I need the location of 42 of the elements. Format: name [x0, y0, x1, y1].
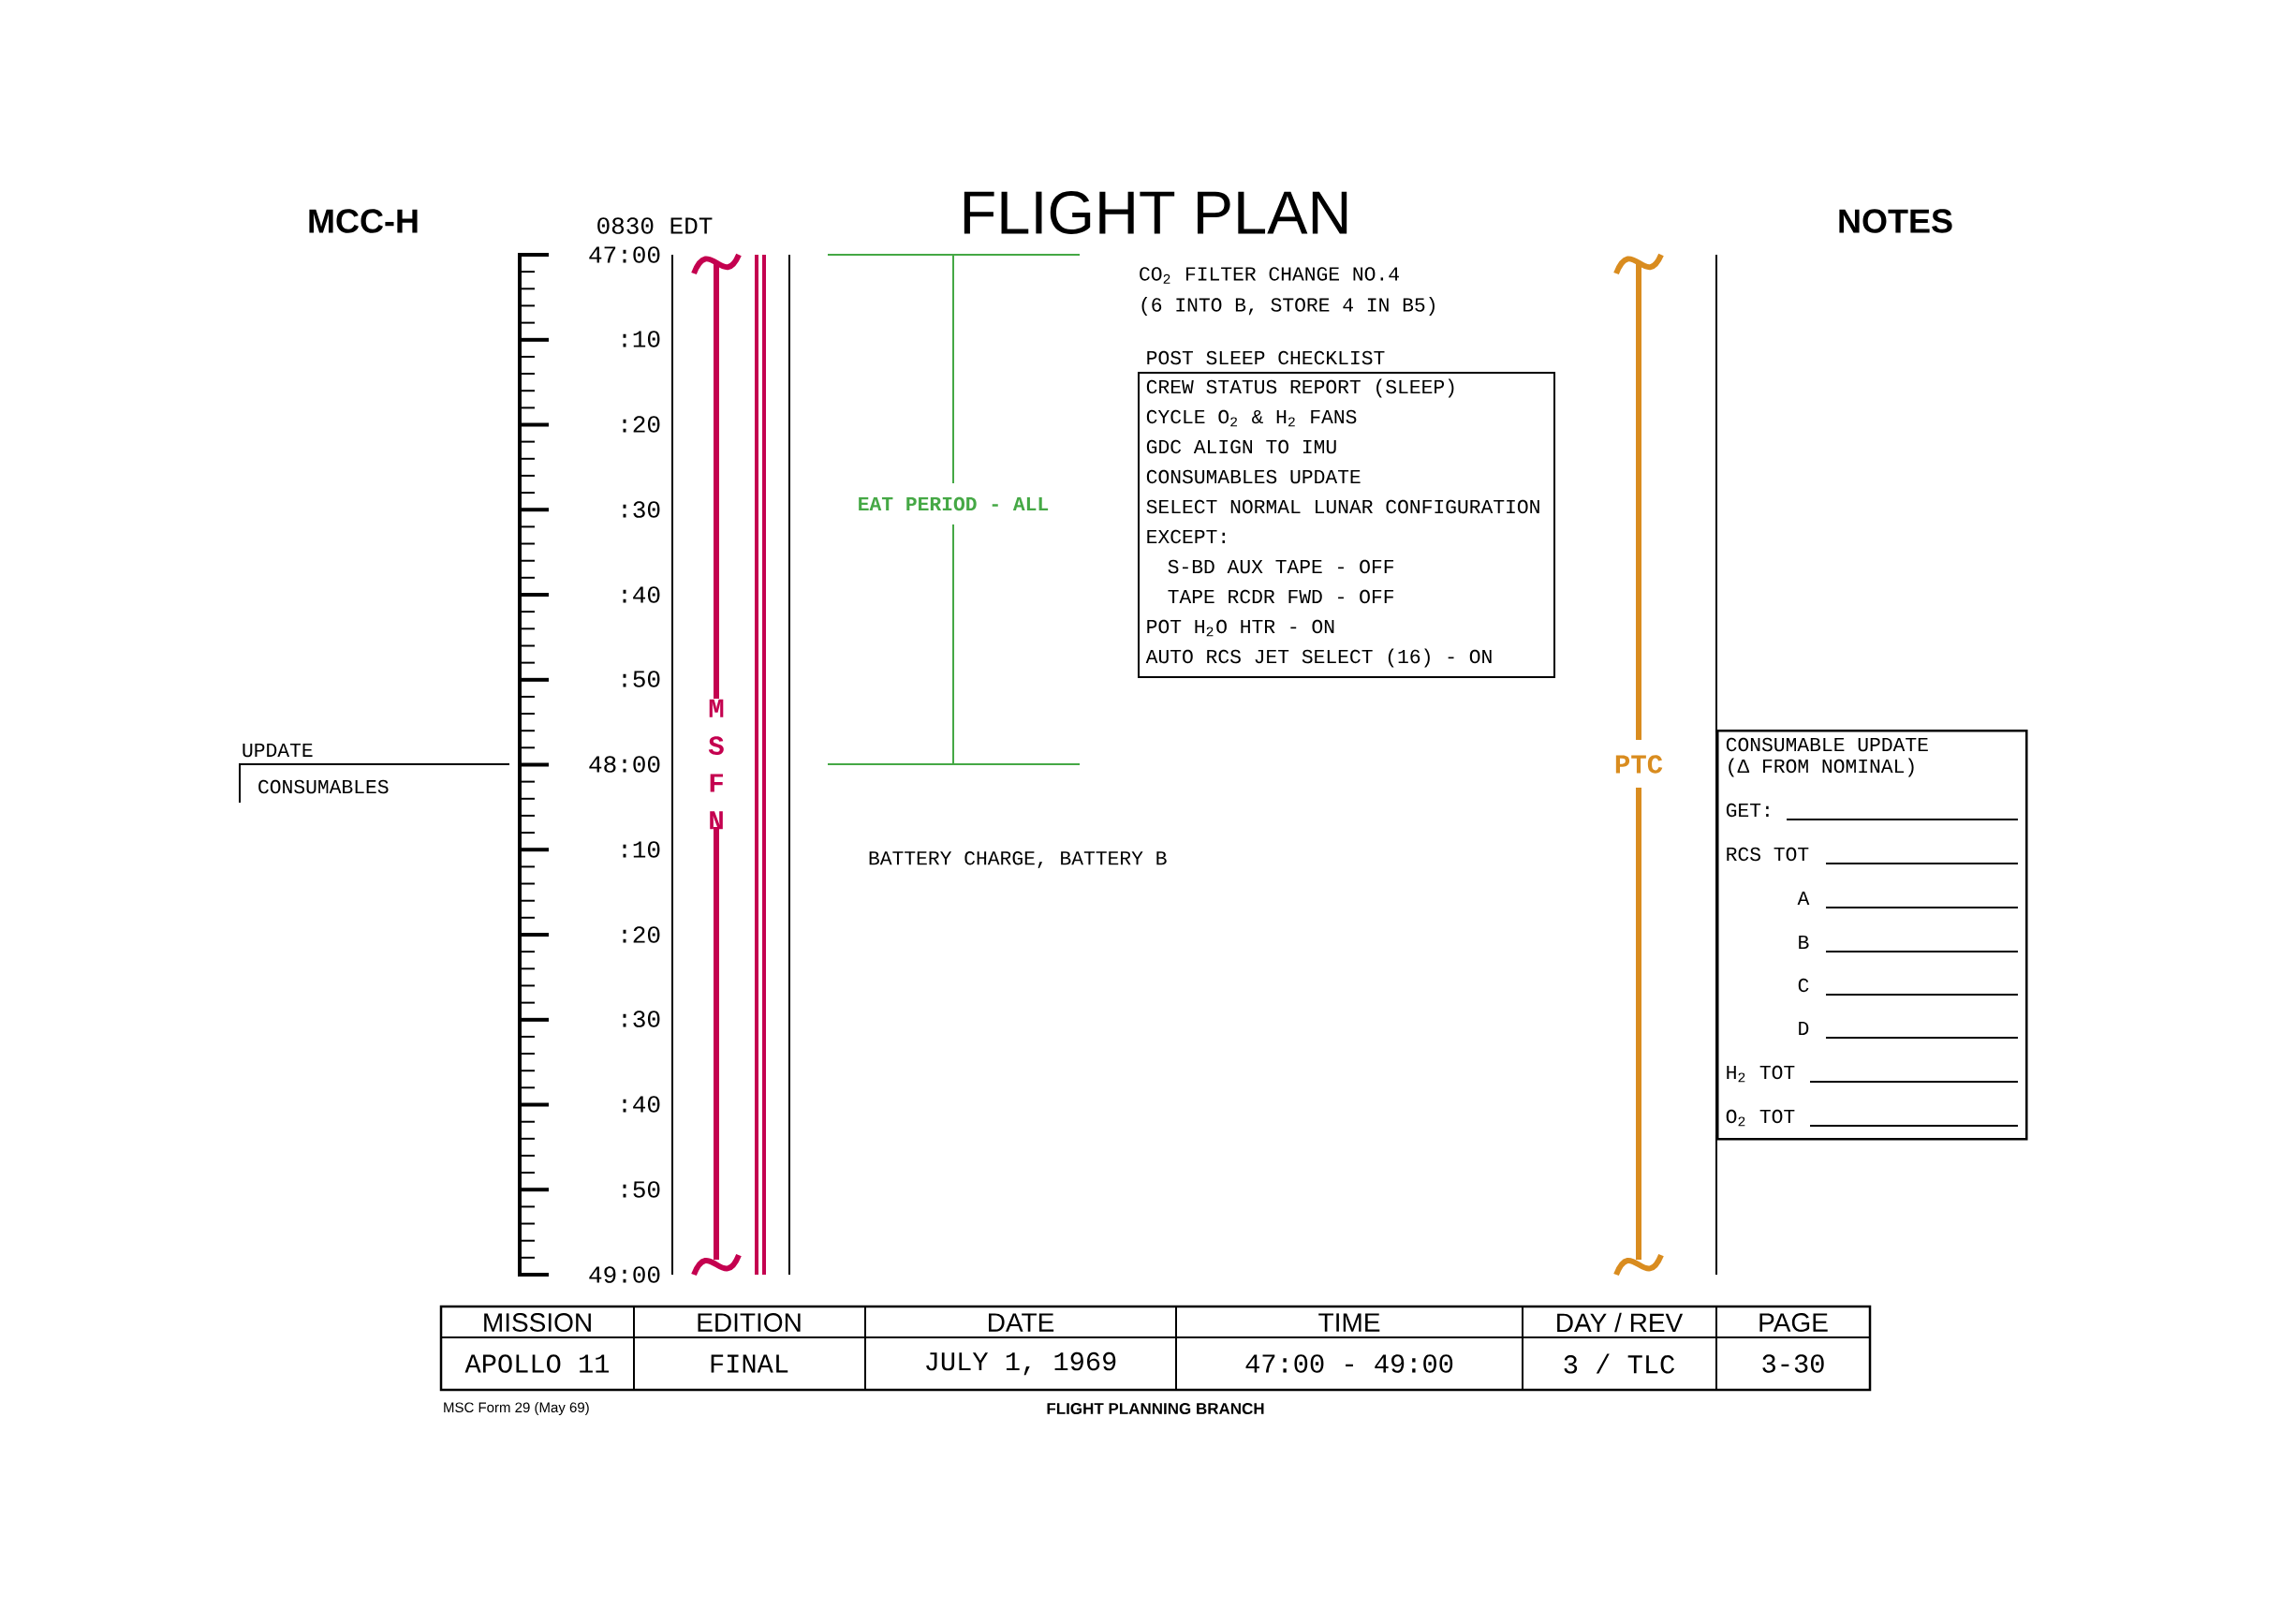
table-cell: 47:00 - 49:00	[1245, 1354, 1453, 1373]
note-text: CO$_{2}$ FILTER CHANGE NO.4	[1140, 267, 1399, 284]
table-cell: FINAL	[711, 1354, 788, 1373]
time-label: :30	[623, 501, 660, 518]
time-label: :40	[623, 1096, 660, 1113]
bracket-label: EAT PERIOD - ALL	[859, 496, 1049, 511]
table-header: PAGE	[1759, 1313, 1828, 1332]
time-label: :50	[623, 671, 660, 687]
footer-text: MSC Form 29 (May 69)	[444, 1402, 589, 1415]
title: FLIGHT PLAN	[964, 191, 1347, 234]
table-cell: APOLLO 11	[464, 1354, 610, 1373]
time-label: :30	[623, 1011, 660, 1027]
time-label: :40	[623, 586, 660, 603]
footer-text: FLIGHT PLANNING BRANCH	[1047, 1403, 1264, 1415]
heading: MCC-H	[309, 209, 418, 233]
note-text: BATTERY CHARGE, BATTERY B	[869, 851, 1167, 868]
time-label: 47:00	[589, 246, 660, 263]
time-label: 49:00	[589, 1266, 660, 1283]
table-cell: JULY 1, 1969	[926, 1351, 1116, 1376]
note-text: UPDATE	[243, 743, 313, 758]
table-header: EDITION	[698, 1313, 801, 1332]
bar-label: PTC	[1615, 755, 1663, 774]
time-label: :10	[623, 841, 660, 858]
time-label: :10	[623, 331, 660, 347]
time-zone-label: 0830 EDT	[597, 217, 713, 234]
table-header: TIME	[1318, 1313, 1380, 1332]
table-cell: 3 / TLC	[1564, 1353, 1675, 1374]
time-label: :20	[623, 416, 660, 433]
node-label: POST SLEEP CHECKLIST	[1147, 350, 1385, 365]
note-text: CONSUMABLES	[258, 779, 389, 794]
form-box: CONSUMABLE UPDATE (Δ FROM NOMINAL) GET: RCS TOT A B C D H$_{2}$ TOT O$_{2}$ TOT	[1715, 730, 2028, 1141]
time-label: :20	[623, 926, 660, 943]
table-cell: 3-30	[1762, 1354, 1824, 1373]
table-header: MISSION	[484, 1313, 591, 1332]
bar-label: MSFN	[708, 699, 724, 830]
table-header: DAY / REV	[1557, 1312, 1684, 1333]
time-label: 48:00	[589, 756, 660, 773]
heading: NOTES	[1839, 209, 1952, 233]
table-header: DATE	[989, 1313, 1054, 1332]
time-label: :50	[623, 1181, 660, 1198]
checklist-box: POST SLEEP CHECKLIST CREW STATUS REPORT (SLEEP) CYCLE O$_{2}$ & H$_{2}$ FANS GDC ALIGN TO IMU CONSUMABLES UPDATE SELECT NORMAL LUNAR CONFIGURATION EXCEPT: S-BD AUX TAPE - OFF TAPE RCDR FWD - OFF POT H$_{2}$O HTR - ON AUTO RCS JET SELECT (16) - ON	[1138, 350, 1556, 678]
note-text: (6 INTO B, STORE 4 IN B5)	[1141, 297, 1435, 316]
